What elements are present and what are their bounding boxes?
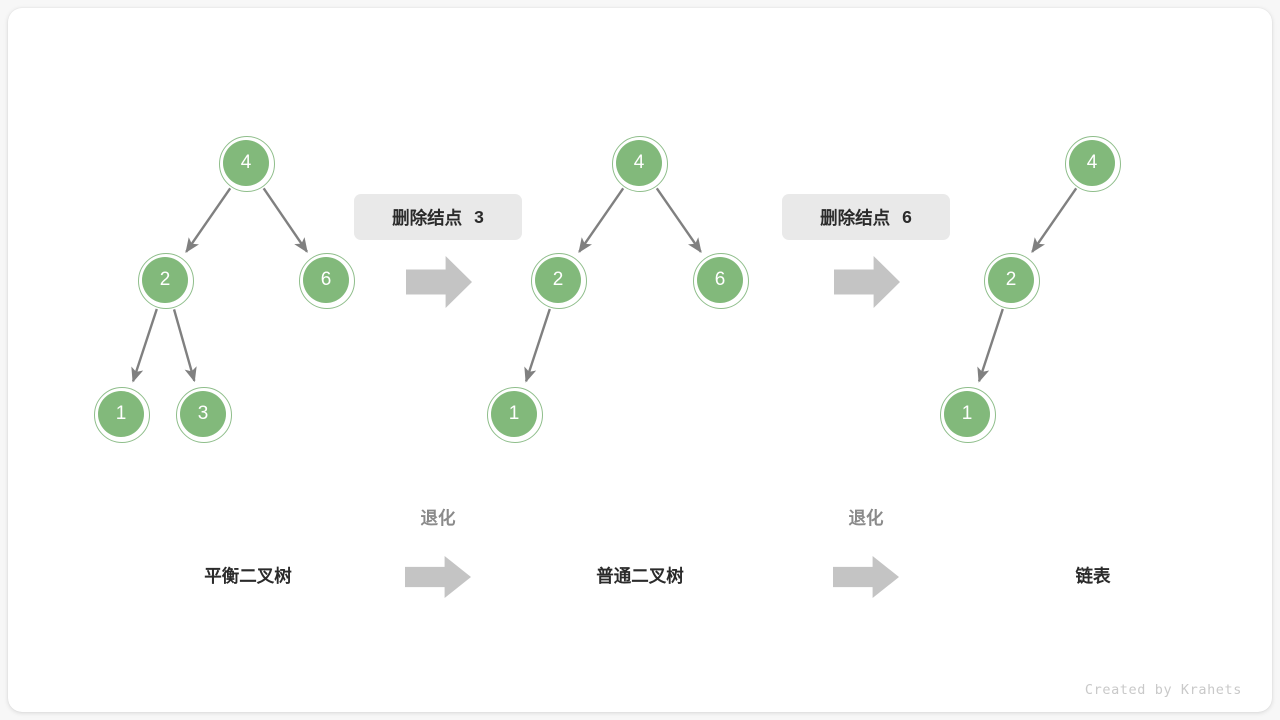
degenerate-label: 退化 (848, 508, 884, 528)
operation-label: 删除结点 6 (782, 194, 950, 240)
block-arrow-shape (834, 256, 900, 308)
degenerate-label: 退化 (420, 508, 456, 528)
tree-node-label: 6 (303, 257, 350, 304)
tree-node[interactable]: 6 (299, 253, 355, 309)
watermark: Created by Krahets (1084, 682, 1242, 698)
tree-node[interactable]: 3 (176, 387, 232, 443)
tree-node[interactable]: 1 (94, 387, 150, 443)
operation-label-value: 6 (902, 206, 912, 227)
tree-node-label: 4 (616, 140, 663, 187)
block-arrow-shape (833, 556, 899, 598)
tree-node-label: 3 (180, 391, 227, 438)
operation-label-text: 删除结点 (820, 207, 891, 228)
stage-caption: 平衡二叉树 (204, 566, 292, 586)
operation-label-value: 3 (474, 206, 484, 227)
tree-node-label: 2 (988, 257, 1035, 304)
operation-label: 删除结点 3 (354, 194, 522, 240)
tree-edge (262, 187, 308, 253)
tree-edge (578, 187, 625, 253)
tree-node-label: 1 (491, 391, 538, 438)
tree-node[interactable]: 2 (984, 253, 1040, 309)
tree-edge (1031, 187, 1078, 253)
edges-group (131, 187, 1078, 383)
block-arrow-shape (405, 556, 471, 598)
tree-edge (524, 308, 551, 383)
tree-node[interactable]: 1 (487, 387, 543, 443)
diagram-card (8, 8, 1272, 712)
tree-edge (172, 309, 197, 383)
operation-label-text: 删除结点 (392, 207, 463, 228)
tree-node-label: 4 (223, 140, 270, 187)
transition-arrow-top (406, 256, 472, 308)
transition-arrow-bottom (405, 556, 471, 598)
tree-node-label: 2 (535, 257, 582, 304)
tree-node[interactable]: 1 (940, 387, 996, 443)
tree-node[interactable]: 2 (531, 253, 587, 309)
tree-edge (977, 308, 1004, 383)
stage-caption: 链表 (1075, 566, 1111, 586)
transition-arrow-bottom (833, 556, 899, 598)
tree-edge (185, 187, 232, 253)
tree-edge (655, 187, 702, 253)
tree-node[interactable]: 2 (138, 253, 194, 309)
block-arrow-shape (406, 256, 472, 308)
tree-node[interactable]: 4 (1065, 136, 1121, 192)
tree-node-label: 2 (142, 257, 189, 304)
tree-node[interactable]: 6 (693, 253, 749, 309)
tree-node-label: 6 (697, 257, 744, 304)
tree-node-label: 1 (98, 391, 145, 438)
tree-node[interactable]: 4 (612, 136, 668, 192)
tree-node-label: 4 (1069, 140, 1116, 187)
tree-edge (131, 308, 158, 383)
tree-node-label: 1 (944, 391, 991, 438)
tree-node[interactable]: 4 (219, 136, 275, 192)
transition-arrow-top (834, 256, 900, 308)
stage-caption: 普通二叉树 (596, 566, 684, 586)
